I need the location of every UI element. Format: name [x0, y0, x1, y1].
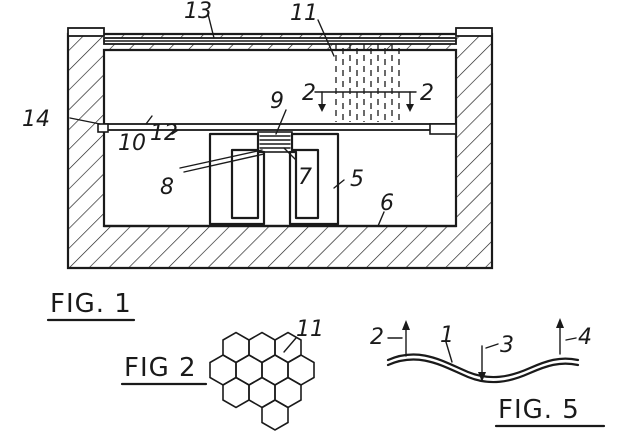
ref-numeral-10: 10	[118, 131, 146, 156]
voice-coil-9	[257, 131, 293, 153]
ref-numeral-11: 11	[290, 1, 318, 26]
ref-numeral-6: 6	[380, 191, 394, 216]
ref-numeral-2-fig5: 2	[370, 325, 384, 350]
figure-label-fig1: FIG. 1	[50, 289, 132, 319]
figure-label-fig2: FIG 2	[124, 353, 197, 383]
magnet-structure-5	[208, 132, 266, 226]
ref-numeral-7: 7	[298, 165, 312, 190]
ref-numeral-2b: 2	[420, 81, 434, 106]
figure-label-fig5: FIG. 5	[498, 395, 580, 425]
hex-cell	[222, 376, 250, 409]
ref-numeral-2a: 2	[302, 81, 316, 106]
ref-numeral-9: 9	[270, 89, 284, 114]
ref-numeral-8: 8	[160, 175, 174, 200]
ref-numeral-4: 4	[578, 325, 592, 350]
ref-numeral-1: 1	[440, 323, 454, 348]
ref-numeral-11-fig2: 11	[296, 317, 324, 342]
ref-numeral-3: 3	[500, 333, 514, 358]
section-line-2-2	[314, 91, 417, 112]
ref-numeral-5: 5	[350, 167, 364, 192]
fig2-honeycomb: 11 FIG 2	[120, 317, 324, 431]
honeycomb-core-11	[335, 44, 400, 122]
ref-numeral-13: 13	[184, 0, 212, 24]
diaphragm-curve-1	[386, 353, 580, 379]
hex-cell	[261, 399, 289, 431]
ref-numeral-14: 14	[22, 107, 50, 132]
ref-numeral-12: 12	[150, 121, 178, 146]
fig1-enclosure: 13 11 2 2 14 9 10 12 8 7 5 6 FIG. 1	[22, 0, 494, 322]
fig5-curved-diaphragm: 2 1 3 4 FIG. 5	[370, 318, 606, 428]
